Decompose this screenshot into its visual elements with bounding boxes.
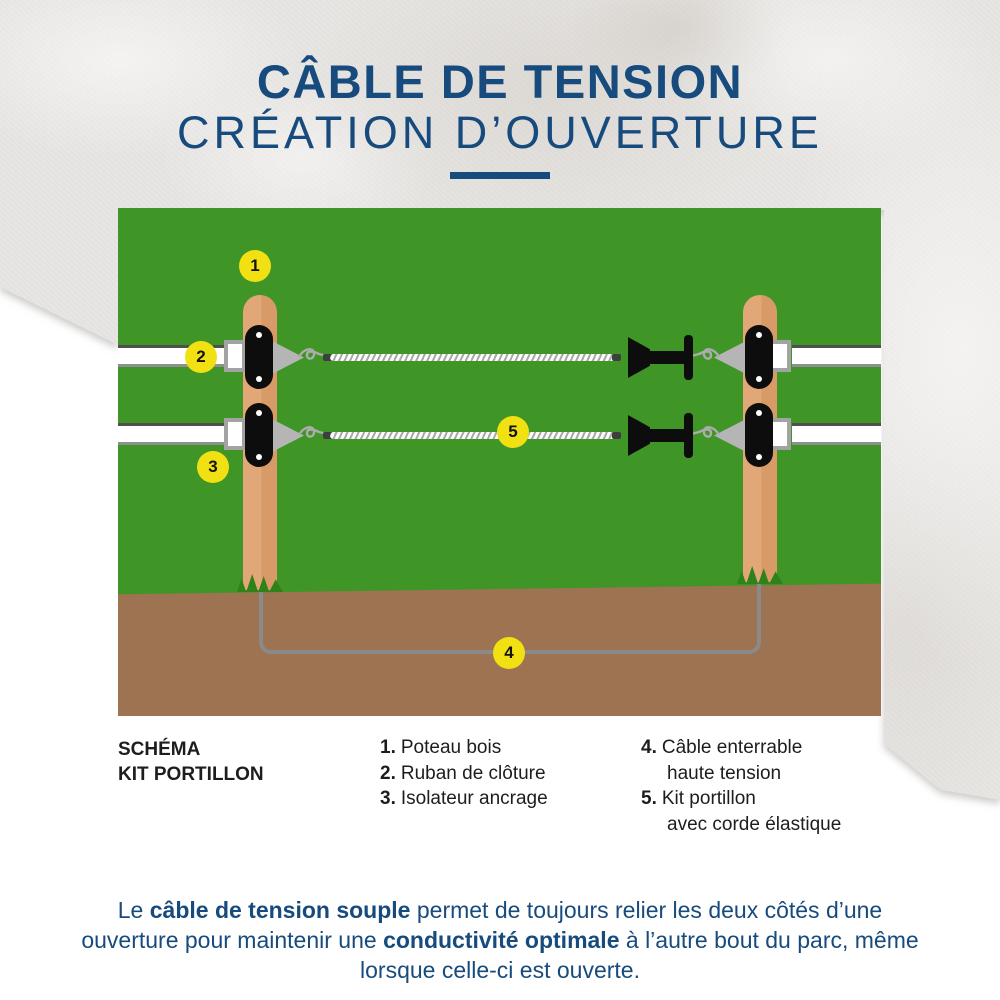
elastic-cord-bottom	[330, 432, 618, 439]
fence-gate-diagram: 1 2 3 4 5	[118, 208, 881, 716]
gate-handle-bottom-bar	[684, 413, 693, 458]
legend-item-5-line2: avec corde élastique	[667, 813, 842, 835]
legend-item-4: 4.Câble enterrable	[641, 737, 803, 758]
fence-tape-left-bottom	[118, 423, 248, 445]
legend-item-3: 3.Isolateur ancrage	[380, 788, 548, 809]
number-badge-4: 4	[493, 637, 525, 669]
number-badge-2: 2	[185, 341, 217, 373]
tape-buckle-left-bottom	[224, 418, 246, 450]
gate-handle-top-shaft	[648, 351, 688, 364]
page-subtitle: CRÉATION D’OUVERTURE	[177, 107, 823, 158]
cord-crimp	[612, 432, 621, 439]
cord-crimp	[323, 354, 332, 361]
fence-tape-right-bottom	[792, 423, 881, 445]
number-badge-3: 3	[197, 451, 229, 483]
underground-cable	[259, 470, 761, 654]
anchor-insulator-left-bottom	[245, 403, 273, 467]
cord-crimp	[323, 432, 332, 439]
legend-heading-line2: KIT PORTILLON	[118, 764, 264, 785]
page-title: CÂBLE DE TENSION	[256, 55, 744, 108]
fence-tape-right-top	[792, 345, 881, 367]
number-badge-5: 5	[497, 416, 529, 448]
legend-heading-line1: SCHÉMA	[118, 739, 201, 760]
elastic-cord-top	[330, 354, 618, 361]
hook-icon	[690, 426, 720, 438]
legend-item-4-line2: haute tension	[667, 762, 782, 784]
anchor-insulator-right-top	[745, 325, 773, 389]
legend-column-1: 1.Poteau bois 2.Ruban de clôture 3.Isola…	[380, 735, 548, 812]
gate-handle-top-bar	[684, 335, 693, 380]
legend-item-5: 5.Kit portillon	[641, 788, 756, 809]
legend-item-2: 2.Ruban de clôture	[380, 762, 546, 784]
anchor-insulator-right-bottom	[745, 403, 773, 467]
hook-icon	[298, 348, 328, 360]
tape-buckle-left-top	[224, 340, 246, 372]
legend-item-1: 1.Poteau bois	[380, 737, 502, 758]
footer-description: Le câble de tension souple permet de tou…	[81, 897, 919, 983]
legend-heading: SCHÉMA KIT PORTILLON	[118, 737, 264, 787]
hook-icon	[298, 426, 328, 438]
number-badge-1: 1	[239, 250, 271, 282]
cord-crimp	[612, 354, 621, 361]
gate-handle-top-flare	[628, 337, 650, 378]
hook-icon	[690, 348, 720, 360]
gate-handle-bottom-flare	[628, 415, 650, 456]
legend-column-2: 4.Câble enterrable haute tension 5.Kit p…	[641, 735, 841, 837]
title-divider	[450, 172, 550, 179]
gate-handle-bottom-shaft	[648, 429, 688, 442]
anchor-insulator-left-top	[245, 325, 273, 389]
